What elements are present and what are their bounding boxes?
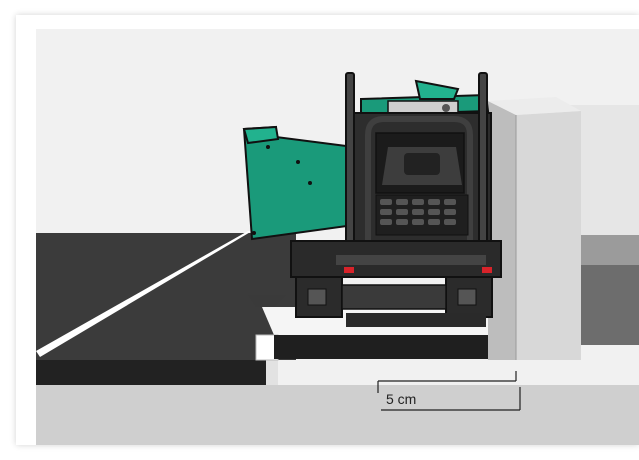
tail-light-left [344,267,354,273]
control-knob [442,104,450,112]
road-edge [36,360,266,385]
foreground-ground [36,385,639,445]
side-door-top [242,125,280,145]
platform-base [274,335,516,359]
curb-step [255,334,279,361]
wall-side [488,101,516,360]
door-bolt-4 [252,231,256,235]
tail-light-right [482,267,492,273]
radiator-grille [375,194,469,236]
curb-face [266,360,278,385]
axle-housing [341,284,447,310]
left-hub [307,288,327,306]
roll-cage [365,116,473,261]
right-post [478,72,488,244]
wall-front [516,111,581,360]
diagram-illustration: 5 cm [16,15,639,445]
door-bolt-1 [266,145,270,149]
wheel-loader-icon [242,72,502,327]
distance-indicator: 5 cm [377,371,521,411]
left-post [345,72,355,244]
wall-top [488,97,581,115]
hood-lid [414,79,460,100]
road-marking [36,231,252,357]
machine-shadow [346,313,486,327]
door-bolt-3 [308,181,312,185]
seat [404,153,440,175]
road-surface [36,233,296,360]
scene-svg: 5 cm [16,15,639,445]
right-hub [457,288,477,306]
distance-label: 5 cm [386,391,416,407]
door-bolt-2 [296,160,300,164]
bumper [336,255,486,265]
curb-shadow [248,295,286,307]
